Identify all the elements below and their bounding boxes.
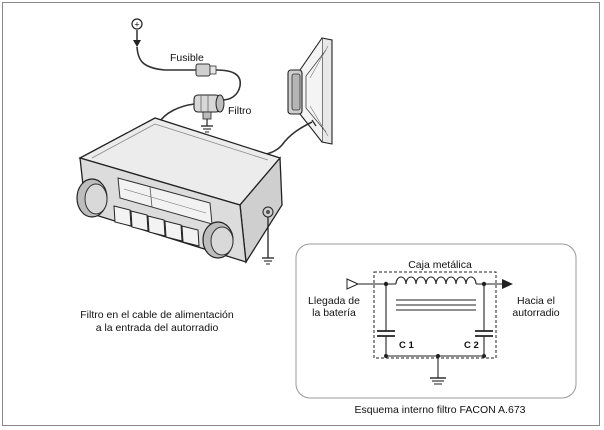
loudspeaker-icon <box>287 37 333 145</box>
output-label-line-1: Hacia el <box>517 295 555 307</box>
metal-box-outline <box>373 271 497 359</box>
c1-label: C 1 <box>399 340 415 351</box>
plus-sign: + <box>134 20 139 30</box>
capacitor-c2-icon <box>475 284 493 356</box>
metal-box-label: Caja metálica <box>408 259 472 271</box>
capacitor-c1-icon <box>377 284 395 356</box>
schematic-ground-icon <box>430 356 446 385</box>
caption-line-1: Filtro en el cable de alimentación <box>80 309 234 321</box>
filter-icon <box>193 94 225 133</box>
output-arrow-icon <box>502 279 513 289</box>
input-label-line-1: Llegada de <box>308 295 360 307</box>
input-label-line-2: la batería <box>312 307 356 319</box>
figure-frame <box>2 2 600 426</box>
car-radio-icon <box>76 117 283 264</box>
filter-label: Filtro <box>228 105 251 117</box>
input-terminal-icon <box>346 278 360 290</box>
radio-ground-icon <box>262 217 274 265</box>
fuse-label: Fusible <box>170 52 204 64</box>
supply-wire <box>136 46 196 71</box>
inductor-coil-icon <box>395 276 477 285</box>
output-label-line-2: autorradio <box>512 307 559 319</box>
schematic-caption: Esquema interno filtro FACON A.673 <box>355 404 526 416</box>
c2-label: C 2 <box>464 340 479 351</box>
caption-line-2: a la entrada del autorradio <box>96 322 219 334</box>
fuse-wire <box>215 69 241 101</box>
speaker-wire <box>257 121 313 157</box>
fuse-icon <box>195 63 217 77</box>
battery-positive-icon: + <box>131 18 143 47</box>
